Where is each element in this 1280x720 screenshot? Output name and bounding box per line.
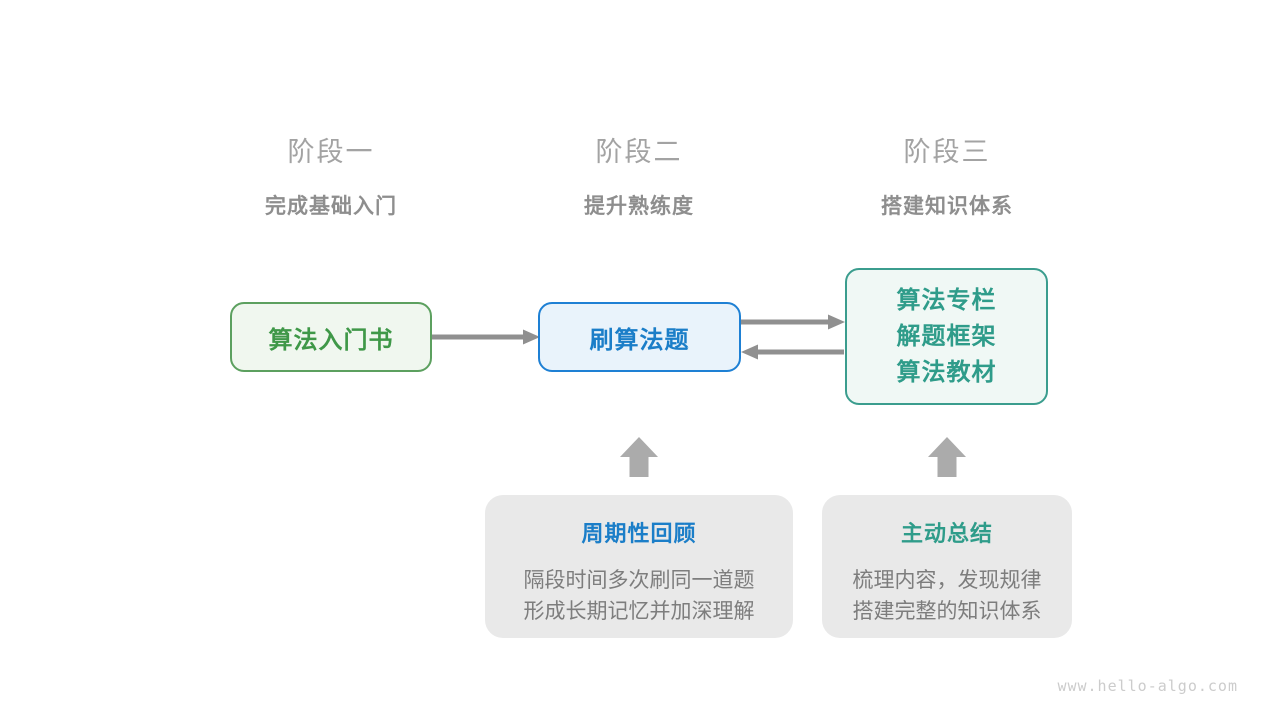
note1-body: 隔段时间多次刷同一道题 形成长期记忆并加深理解	[485, 565, 793, 627]
arrow-stage3-to-stage2-icon	[741, 344, 844, 360]
note1-body-line1: 隔段时间多次刷同一道题	[523, 569, 755, 592]
stage1-subtitle: 完成基础入门	[265, 195, 397, 218]
up-arrow-note2-icon	[928, 437, 966, 477]
stage3-box: 算法专栏 解题框架 算法教材	[845, 268, 1048, 405]
stage1-header: 阶段一 完成基础入门	[171, 130, 491, 220]
arrow-stage1-to-stage2-icon	[432, 329, 540, 345]
stage3-box-line1: 算法专栏	[896, 286, 997, 314]
note2-body-line2: 搭建完整的知识体系	[852, 600, 1042, 623]
stage1-label: 阶段一	[287, 137, 375, 167]
stage2-box: 刷算法题	[538, 302, 741, 372]
note2-title: 主动总结	[900, 521, 993, 546]
stage3-subtitle: 搭建知识体系	[881, 195, 1013, 218]
stage1-box: 算法入门书	[230, 302, 432, 372]
note-periodic-review: 周期性回顾 隔段时间多次刷同一道题 形成长期记忆并加深理解	[485, 495, 793, 638]
stage3-box-line2: 解题框架	[896, 322, 997, 350]
stage2-subtitle: 提升熟练度	[584, 195, 694, 218]
note2-body: 梳理内容，发现规律 搭建完整的知识体系	[822, 565, 1072, 627]
watermark: www.hello-algo.com	[1057, 677, 1238, 695]
note2-body-line1: 梳理内容，发现规律	[852, 569, 1042, 592]
stage1-box-label: 算法入门书	[268, 326, 394, 354]
arrow-stage2-to-stage3-icon	[741, 314, 845, 330]
note1-body-line2: 形成长期记忆并加深理解	[523, 600, 755, 623]
stage3-label: 阶段三	[903, 137, 991, 167]
stage2-label: 阶段二	[595, 137, 683, 167]
up-arrow-note1-icon	[620, 437, 658, 477]
stage2-box-label: 刷算法题	[589, 326, 690, 354]
note1-title: 周期性回顾	[581, 521, 697, 546]
note-active-summary: 主动总结 梳理内容，发现规律 搭建完整的知识体系	[822, 495, 1072, 638]
stage3-box-line3: 算法教材	[896, 358, 997, 386]
stage2-header: 阶段二 提升熟练度	[479, 130, 799, 220]
stage3-header: 阶段三 搭建知识体系	[787, 130, 1107, 220]
